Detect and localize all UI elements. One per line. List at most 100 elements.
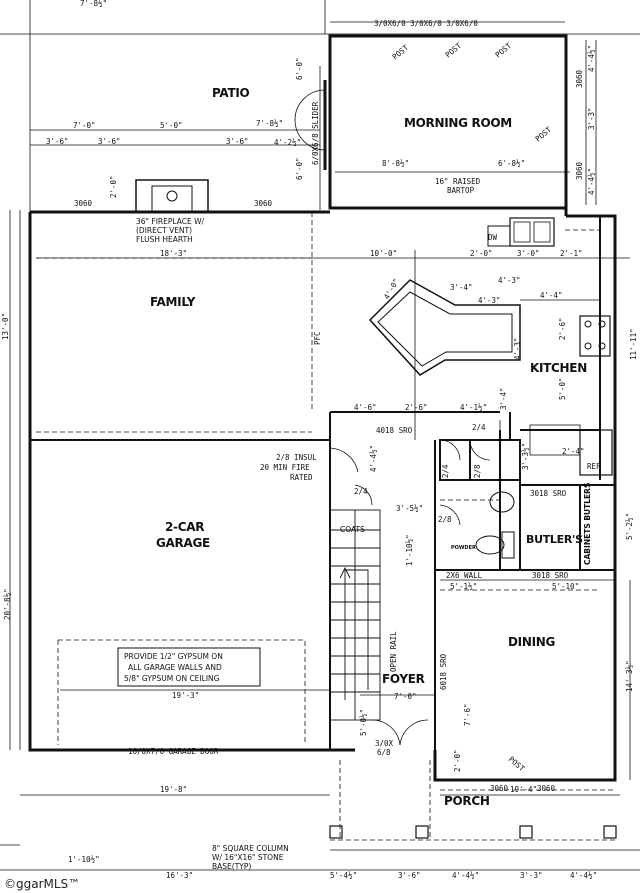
room-label-garage-2: GARAGE: [156, 536, 210, 550]
dim-mr-side-window-2: 3060: [575, 161, 584, 180]
note-fireplace-3: FLUSH HEARTH: [136, 235, 193, 244]
dim-k2: 3'-0": [517, 249, 540, 258]
dim-right-1: 11'-11": [629, 328, 638, 360]
dim-patio-s3: 3'-6": [226, 137, 249, 146]
dim-stair-3: 1'-10½": [405, 534, 414, 566]
porch-columns: [329, 825, 617, 839]
dim-k5: 4'-4": [540, 291, 563, 300]
dim-foyer-h: 5'-0½": [359, 709, 368, 736]
fireplace: [135, 179, 209, 213]
note-column-2: W/ 16"X16" STONE: [212, 853, 284, 862]
dim-foyer-w: 7'-0": [394, 692, 417, 701]
label-post-3: POST: [494, 41, 514, 60]
label-coats: COATS: [340, 525, 365, 534]
dim-patio-w1: 7'-0": [73, 121, 96, 130]
note-gypsum-3: 5/8" GYPSUM ON CEILING: [124, 674, 220, 683]
label-door-3018: 3018 SRO: [530, 489, 567, 498]
label-dw: DW: [488, 233, 498, 242]
room-label-porch: PORCH: [444, 794, 490, 808]
dim-k7: 3'-4": [450, 283, 473, 292]
windows: [62, 34, 575, 782]
label-post-5: POST: [507, 755, 527, 774]
dim-dining-d: 7'-6": [463, 703, 472, 726]
dim-patio-w2: 5'-0": [160, 121, 183, 130]
note-gypsum-1: PROVIDE 1/2" GYPSUM ON: [124, 652, 223, 661]
dim-dining-d2: 2'-0": [453, 749, 462, 772]
range: [579, 315, 611, 357]
label-open-rail: OPEN RAIL: [389, 631, 398, 672]
dim-k4: 4'-3": [498, 276, 521, 285]
note-fireplace-1: 36" FIREPLACE W/: [136, 217, 205, 226]
dim-mr-w1: 8'-8½": [382, 159, 409, 168]
label-ref: REF: [587, 462, 601, 471]
dim-family-width: 18'-3": [160, 249, 187, 258]
dim-garage-w: 19'-3": [172, 691, 199, 700]
label-pfc: PFC: [313, 331, 322, 345]
dim-k12: 3'-3½": [521, 443, 530, 470]
room-label-butlers: BUTLER'S: [526, 533, 583, 546]
room-label-foyer: FOYER: [382, 672, 425, 686]
dim-patio-height: 6'-0": [295, 57, 304, 80]
dim-bottom-3: 3'-6": [398, 871, 421, 880]
label-door-28-b: 2/8: [473, 464, 482, 478]
dim-k11: 4'-3": [513, 337, 522, 360]
watermark: ©ggarMLS™: [4, 877, 80, 891]
dim-mr-side-2: 3'-3": [587, 107, 596, 130]
dim-mr-side-3: 4'-4½": [587, 168, 596, 195]
lavatory: [489, 491, 515, 513]
dim-mr-w2: 6'-8½": [498, 159, 525, 168]
dim-family-height: 13'-0": [1, 313, 10, 340]
room-label-dining: DINING: [508, 635, 555, 649]
label-bartop-2: BARTOP: [447, 186, 475, 195]
toilet: [475, 535, 505, 555]
label-powder: POWDER: [451, 545, 476, 551]
label-door-28: 2/8: [438, 515, 452, 524]
dim-k6: 4'-0": [382, 277, 401, 301]
label-cabinets-butlers: CABINETS BUTLERS: [583, 483, 592, 565]
room-label-family: FAMILY: [150, 295, 196, 309]
dim-fnd3: 4'-1½": [460, 403, 487, 412]
dim-k8: 4'-3": [478, 296, 501, 305]
dim-porch-w: 19'-4": [510, 785, 537, 794]
room-label-kitchen: KITCHEN: [530, 361, 587, 375]
dim-k1: 2'-0": [470, 249, 493, 258]
dim-windows-top: 3/0X6/0 3/0X6/0 3/0X6/0: [374, 19, 478, 28]
label-door-6018: 6018 SRO: [439, 653, 448, 690]
dim-butlers-h: 5'-2½": [625, 513, 634, 540]
dim-dining-w1: 5'-1½": [450, 582, 477, 591]
label-door-4018: 4018 SRO: [376, 426, 413, 435]
room-label-patio: PATIO: [212, 86, 249, 100]
dim-win-family-2: 3060: [254, 199, 273, 208]
gypsum-note-box: [117, 647, 261, 687]
label-fire-door-2: 20 MIN FIRE: [260, 463, 310, 472]
dim-bottom-2: 5'-4½": [330, 871, 357, 880]
dim-patio-w3: 7'-8½": [256, 119, 283, 128]
dim-bottom-6: 4'-4½": [570, 871, 597, 880]
label-door-3018-b: 3018 SRO: [532, 571, 569, 580]
label-wall-2x6: 2X6 WALL: [446, 571, 483, 580]
label-porch-win-1: 3060: [490, 784, 509, 793]
note-column-1: 8" SQUARE COLUMN: [212, 844, 289, 853]
door-swings: [294, 89, 491, 746]
dim-stair-1: 4'-4½": [369, 445, 378, 472]
label-bartop-1: 16" RAISED: [435, 177, 481, 186]
note-fireplace-2: (DIRECT VENT): [136, 226, 192, 235]
label-fire-door-1: 2/8 INSUL: [276, 453, 317, 462]
dim-patio-w4: 4'-2½": [274, 138, 301, 147]
dim-mr-side-window: 3060: [575, 69, 584, 88]
dim-bottom-left: 1'-10½": [68, 855, 100, 864]
label-door-24-c: 2/4: [441, 464, 450, 478]
dim-bottom-1: 16'-3": [166, 871, 193, 880]
dim-win-family-1: 3060: [74, 199, 93, 208]
dim-fnd2: 2'-6": [405, 403, 428, 412]
dim-patio-s1: 3'-6": [46, 137, 69, 146]
stairs: [329, 509, 381, 721]
note-column-3: BASE(TYP): [212, 862, 251, 871]
dim-k13: 2'-4": [562, 447, 585, 456]
dim-slider: 6/0X6/8 SLIDER: [311, 101, 320, 165]
kitchen-island: [368, 279, 521, 376]
label-post-2: POST: [444, 41, 464, 60]
dashed-lines: [36, 212, 615, 841]
dim-k3: 2'-1": [560, 249, 583, 258]
